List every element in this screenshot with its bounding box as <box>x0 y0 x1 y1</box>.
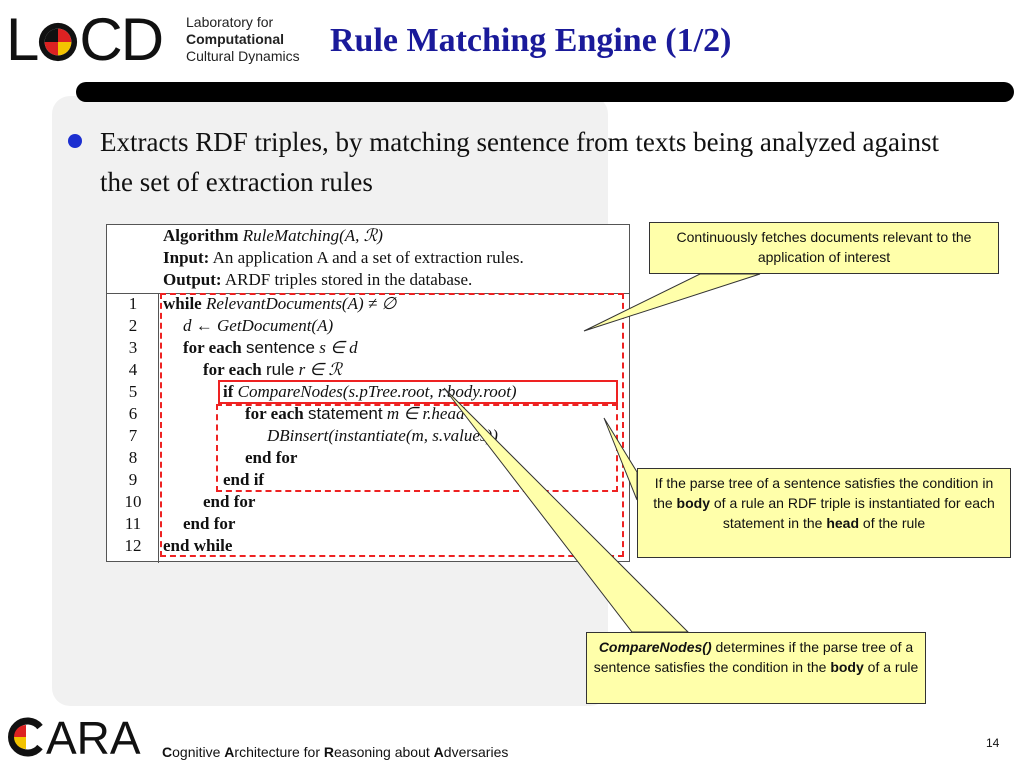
maryland-c-icon <box>8 717 43 757</box>
code-expr: DBinsert(instantiate(m, s.values)) <box>267 426 498 445</box>
algorithm-label: Algorithm <box>163 226 239 245</box>
code-line-2: d ← GetDocument(A) <box>183 315 333 337</box>
line-number: 3 <box>128 338 138 357</box>
callout-parse-tree: If the parse tree of a sentence satisfie… <box>637 468 1011 558</box>
callout-bold-italic: CompareNodes() <box>598 639 712 655</box>
callout-compare-nodes: CompareNodes() determines if the parse t… <box>586 632 926 704</box>
footer-word: dversaries <box>443 744 509 760</box>
line-number: 4 <box>128 360 138 379</box>
code-line-6: for each statement m ∈ r.head <box>245 403 464 425</box>
footer-letter: R <box>323 744 335 760</box>
code-expr: CompareNodes(s.pTree.root, r.body.root) <box>237 382 517 401</box>
slide-title: Rule Matching Engine (1/2) <box>330 22 732 59</box>
line-number: 7 <box>128 426 138 445</box>
line-number: 1 <box>128 294 138 313</box>
code-expr: m ∈ r.head <box>386 404 465 423</box>
callout-2-pointer <box>603 417 638 501</box>
code-word: rule <box>265 360 295 379</box>
callout-fetch-documents: Continuously fetches documents relevant … <box>649 222 999 274</box>
output-line: Output: ARDF triples stored in the datab… <box>163 269 524 291</box>
input-label: Input: <box>163 248 210 267</box>
lab-name: Laboratory for Computational Cultural Dy… <box>186 14 300 65</box>
algorithm-name: RuleMatching(A, ℛ) <box>242 226 383 245</box>
callout-text: of a rule an RDF triple is instantiated … <box>710 495 995 531</box>
code-expr: d ← GetDocument(A) <box>183 316 334 335</box>
if-condition-highlight <box>218 380 618 404</box>
lab-line-3: Cultural Dynamics <box>186 48 300 64</box>
callout-bold: head <box>826 515 860 531</box>
code-expr: s ∈ d <box>319 338 358 357</box>
line-number: 5 <box>128 382 138 401</box>
footer-word: ognitive <box>172 744 225 760</box>
bullet-text: Extracts RDF triples, by matching senten… <box>100 127 940 197</box>
code-line-10: end for <box>203 492 256 511</box>
algorithm-header: Algorithm RuleMatching(A, ℛ) Input: An a… <box>163 225 524 291</box>
page-number: 14 <box>986 736 1000 750</box>
code-line-4: for each rule r ∈ ℛ <box>203 359 342 381</box>
keyword: while <box>163 294 202 313</box>
keyword: for each <box>203 360 262 379</box>
callout-1-pointer <box>583 273 761 332</box>
code-expr: r ∈ ℛ <box>298 360 343 379</box>
footer-letter: C <box>162 744 173 760</box>
bullet-icon <box>68 134 82 148</box>
code-line-7: DBinsert(instantiate(m, s.values)) <box>267 425 498 447</box>
input-line: Input: An application A and a set of ext… <box>163 247 524 269</box>
callout-text: If the parse tree of a sentence satisfie… <box>653 475 994 511</box>
code-expr: RelevantDocuments(A) ≠ ∅ <box>205 294 397 313</box>
footer-letter: A <box>433 744 444 760</box>
output-text: ARDF triples stored in the database. <box>224 270 473 289</box>
code-line-5: if CompareNodes(s.pTree.root, r.body.roo… <box>223 381 517 403</box>
maryland-flag-icon <box>39 22 78 62</box>
footer-tagline: Cognitive Architecture for Reasoning abo… <box>162 744 508 760</box>
callout-text: determines if the parse tree of a senten… <box>593 639 914 675</box>
footer-word: rchitecture for <box>234 744 324 760</box>
cara-logo: ARA <box>6 712 141 764</box>
title-bar <box>76 82 1014 102</box>
callout-text: of a rule <box>863 659 919 675</box>
keyword: for each <box>245 404 304 423</box>
line-number: 8 <box>128 448 138 467</box>
line-number-column <box>107 293 159 563</box>
lab-line-2: Computational <box>186 31 284 47</box>
line-number: 2 <box>128 316 138 335</box>
code-word: sentence <box>245 338 315 357</box>
line-number: 9 <box>128 470 138 489</box>
code-word: statement <box>307 404 383 423</box>
callout-bold: body <box>676 495 710 511</box>
code-line-12: end while <box>163 536 233 555</box>
code-line-11: end for <box>183 514 236 533</box>
code-line-9: end if <box>223 470 265 489</box>
line-number: 11 <box>124 514 142 533</box>
output-label: Output: <box>163 270 222 289</box>
line-number: 12 <box>124 536 142 555</box>
input-text: An application A and a set of extraction… <box>212 248 524 267</box>
code-line-8: end for <box>245 448 298 467</box>
lab-line-1: Laboratory for <box>186 14 274 30</box>
callout-bold: body <box>830 659 864 675</box>
line-number: 6 <box>128 404 138 423</box>
footer-word: easoning about <box>334 744 434 760</box>
callout-text: of the rule <box>859 515 926 531</box>
keyword: for each <box>183 338 242 357</box>
code-line-3: for each sentence s ∈ d <box>183 337 358 359</box>
line-number: 10 <box>124 492 142 511</box>
keyword: if <box>223 382 234 401</box>
code-line-1: while RelevantDocuments(A) ≠ ∅ <box>163 293 396 315</box>
algorithm-title-line: Algorithm RuleMatching(A, ℛ) <box>163 225 524 247</box>
footer-letter: A <box>224 744 235 760</box>
while-loop-highlight <box>160 293 624 557</box>
